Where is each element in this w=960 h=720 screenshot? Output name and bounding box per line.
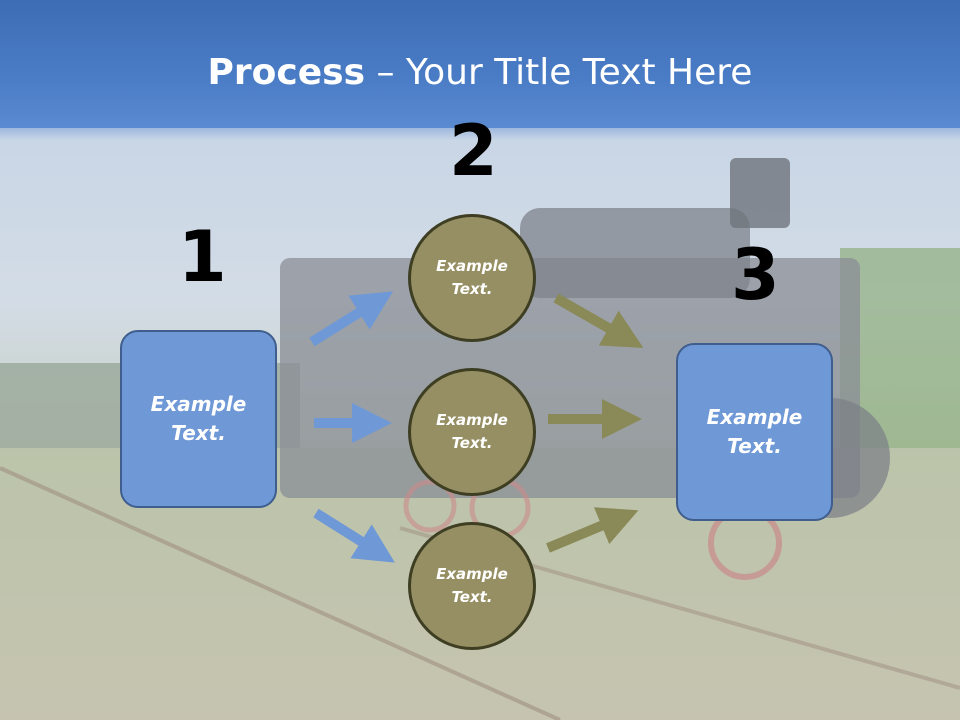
title-rest: – Your Title Text Here xyxy=(365,52,753,93)
circle-2[interactable]: Example Text. xyxy=(408,368,536,496)
circle-1-line2: Text. xyxy=(451,280,493,298)
step-number-2: 2 xyxy=(449,110,498,192)
page-title: Process – Your Title Text Here xyxy=(0,52,960,93)
circle-2-line2: Text. xyxy=(451,434,493,452)
left-box-line2: Text. xyxy=(171,421,226,445)
right-text-box[interactable]: Example Text. xyxy=(676,343,833,521)
circle-3-line2: Text. xyxy=(451,588,493,606)
circle-1[interactable]: Example Text. xyxy=(408,214,536,342)
title-bold: Process xyxy=(207,52,366,93)
circle-3-line1: Example xyxy=(436,564,508,583)
arrow-from-circle-3 xyxy=(546,507,639,553)
circle-2-line1: Example xyxy=(436,410,508,429)
arrow-to-circle-1 xyxy=(309,291,393,347)
right-box-line1: Example xyxy=(706,405,803,429)
arrow-to-circle-3 xyxy=(313,508,395,563)
left-box-line1: Example xyxy=(150,392,247,416)
arrow-from-circle-1 xyxy=(553,293,644,348)
left-text-box[interactable]: Example Text. xyxy=(120,330,277,508)
step-number-1: 1 xyxy=(178,216,227,298)
step-number-3: 3 xyxy=(731,234,780,316)
circle-3[interactable]: Example Text. xyxy=(408,522,536,650)
title-band xyxy=(0,0,960,128)
right-box-line2: Text. xyxy=(727,434,782,458)
circle-1-line1: Example xyxy=(436,256,508,275)
